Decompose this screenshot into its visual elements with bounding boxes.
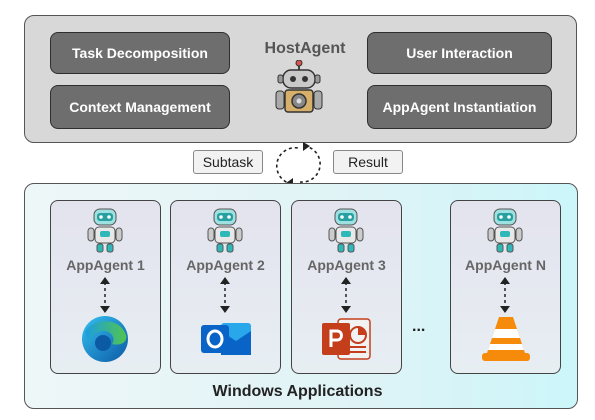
bidirectional-arrow-icon: [499, 277, 511, 318]
host-robot-icon: [272, 59, 326, 119]
appagent-robot-icon: [205, 207, 245, 258]
appagent-2-card: AppAgent 2: [170, 200, 281, 374]
appagent-1-card: AppAgent 1: [50, 200, 161, 374]
appagent-instantiation-box: AppAgent Instantiation: [367, 85, 552, 129]
appagent-2-label: AppAgent 2: [186, 257, 265, 273]
task-decomposition-box: Task Decomposition: [50, 32, 230, 74]
edge-icon: [79, 313, 131, 370]
user-interaction-label: User Interaction: [406, 45, 513, 61]
appagent-robot-icon: [85, 207, 125, 258]
appagent-n-label: AppAgent N: [465, 257, 546, 273]
bidirectional-arrow-icon: [99, 277, 111, 318]
result-tag: Result: [333, 150, 403, 174]
appagent-robot-icon: [326, 207, 366, 258]
powerpoint-icon: [320, 313, 374, 370]
user-interaction-box: User Interaction: [367, 32, 552, 74]
outlook-icon: [199, 313, 253, 370]
appagent-1-label: AppAgent 1: [66, 257, 145, 273]
appagent-instantiation-label: AppAgent Instantiation: [382, 99, 537, 115]
appagent-n-card: AppAgent N: [450, 200, 561, 374]
windows-applications-title: Windows Applications: [212, 383, 383, 400]
context-management-label: Context Management: [69, 99, 211, 115]
context-management-box: Context Management: [50, 85, 230, 129]
bidirectional-arrow-icon: [340, 277, 352, 318]
appagent-3-card: AppAgent 3: [291, 200, 402, 374]
subtask-label: Subtask: [202, 154, 254, 170]
host-agent-title: HostAgent: [264, 40, 346, 57]
bidirectional-arrow-icon: [219, 277, 231, 318]
vlc-icon: [479, 313, 533, 370]
appagent-3-label: AppAgent 3: [307, 257, 386, 273]
result-label: Result: [348, 154, 388, 170]
appagent-robot-icon: [485, 207, 525, 258]
more-agents-ellipsis: ...: [412, 318, 426, 335]
task-decomposition-label: Task Decomposition: [72, 45, 208, 61]
subtask-tag: Subtask: [193, 150, 263, 174]
